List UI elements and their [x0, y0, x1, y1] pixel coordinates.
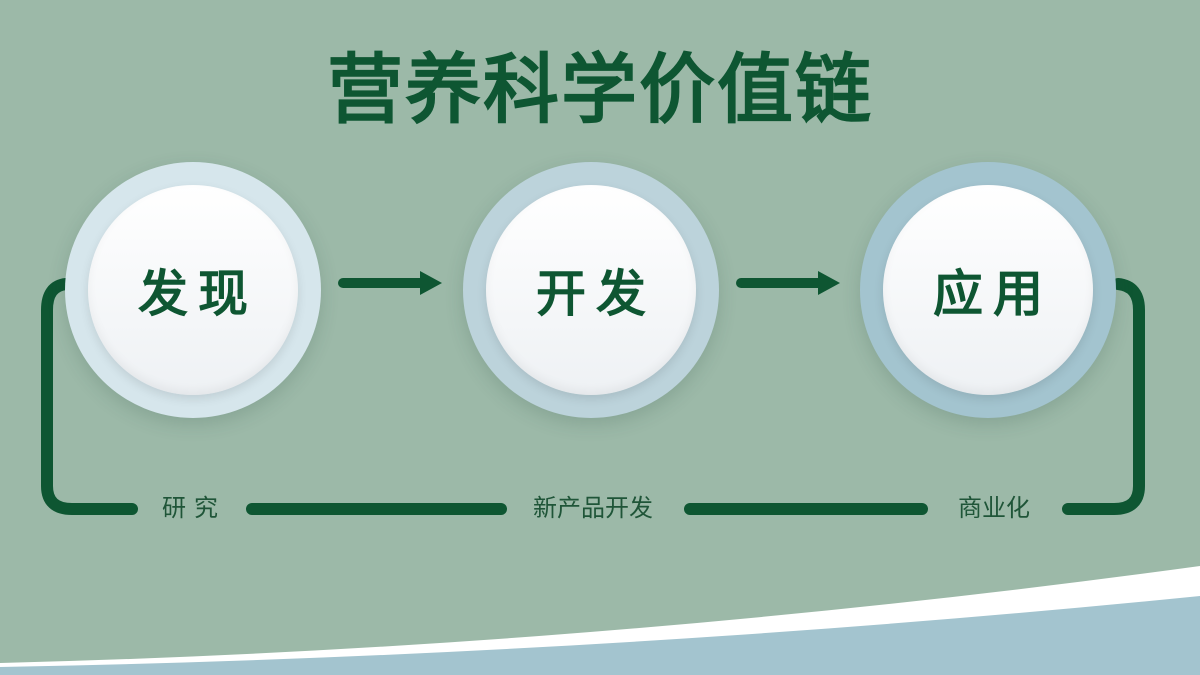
stage-label-development: 开发 [536, 265, 656, 323]
stage-label-application: 应用 [933, 265, 1053, 323]
stage-circle-application: 应用 [860, 162, 1116, 418]
stage-label-discovery: 发现 [138, 265, 258, 323]
wave-blue [0, 596, 1200, 675]
loop-label-research: 研究 [162, 494, 226, 522]
loop-label-new-product-development: 新产品开发 [533, 494, 653, 522]
stage-circle-inner: 发现 [88, 185, 298, 395]
stage-circle-inner: 应用 [883, 185, 1093, 395]
loop-left-bracket [41, 278, 138, 515]
loop-label-commercialization: 商业化 [958, 494, 1030, 522]
arrow-1-head [420, 271, 442, 295]
stage-circle-discovery: 发现 [65, 162, 321, 418]
page-title: 营养科学价值链 [327, 45, 873, 134]
arrow-2-head [818, 271, 840, 295]
stage-circle-inner: 开发 [486, 185, 696, 395]
stage-circle-development: 开发 [463, 162, 719, 418]
loop-right-bracket [1062, 278, 1145, 515]
